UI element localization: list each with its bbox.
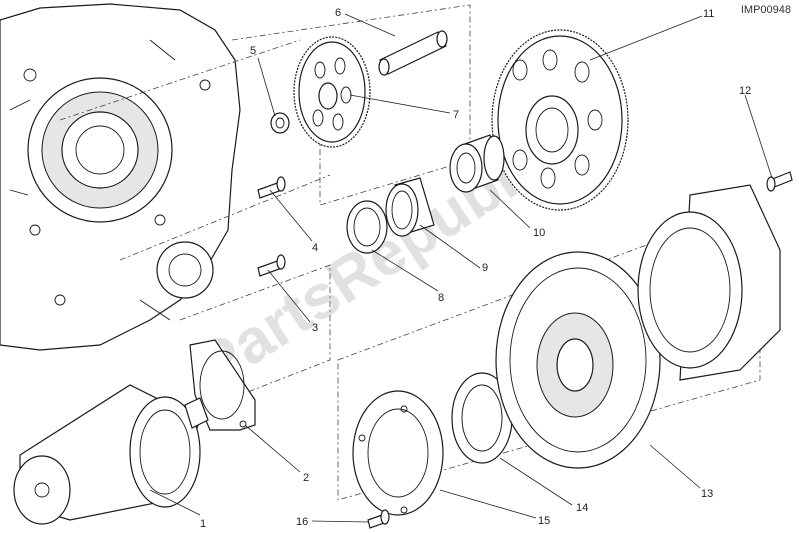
callout-6: 6 xyxy=(335,7,341,19)
leader-lines xyxy=(149,13,773,523)
callout-16: 16 xyxy=(296,516,308,528)
callout-4: 4 xyxy=(312,242,318,254)
callout-3: 3 xyxy=(312,322,318,334)
callout-9: 9 xyxy=(482,262,488,274)
starter-motor-part-1 xyxy=(13,384,209,525)
figure-reference-code: IMP00948 xyxy=(740,4,791,16)
callout-15: 15 xyxy=(538,515,550,527)
crankcase-illustration xyxy=(0,3,241,351)
callout-13: 13 xyxy=(701,488,713,500)
bolt-part-12 xyxy=(766,171,793,192)
shaft-part-6 xyxy=(378,30,448,76)
bearing-part-9 xyxy=(385,177,435,237)
callout-labels: 1 2 3 4 5 6 7 8 9 10 11 12 13 14 15 16 xyxy=(200,7,751,530)
callout-1: 1 xyxy=(200,518,206,530)
callout-11: 11 xyxy=(703,8,714,20)
flywheel-part-13 xyxy=(495,251,661,469)
callout-12: 12 xyxy=(739,85,751,97)
callout-10: 10 xyxy=(533,227,545,239)
callout-8: 8 xyxy=(438,292,444,304)
callout-2: 2 xyxy=(303,472,309,484)
callout-7: 7 xyxy=(453,109,459,121)
rotor-cup xyxy=(637,184,781,381)
gear-part-11 xyxy=(491,29,629,211)
washer-part-8 xyxy=(346,200,388,254)
bush-part-10 xyxy=(449,134,505,193)
gear-part-7 xyxy=(293,36,371,148)
callout-14: 14 xyxy=(576,502,588,514)
plate-part-15 xyxy=(352,390,444,516)
washer-part-5 xyxy=(270,112,290,134)
screw-part-16 xyxy=(367,509,390,529)
callout-5: 5 xyxy=(250,45,256,57)
